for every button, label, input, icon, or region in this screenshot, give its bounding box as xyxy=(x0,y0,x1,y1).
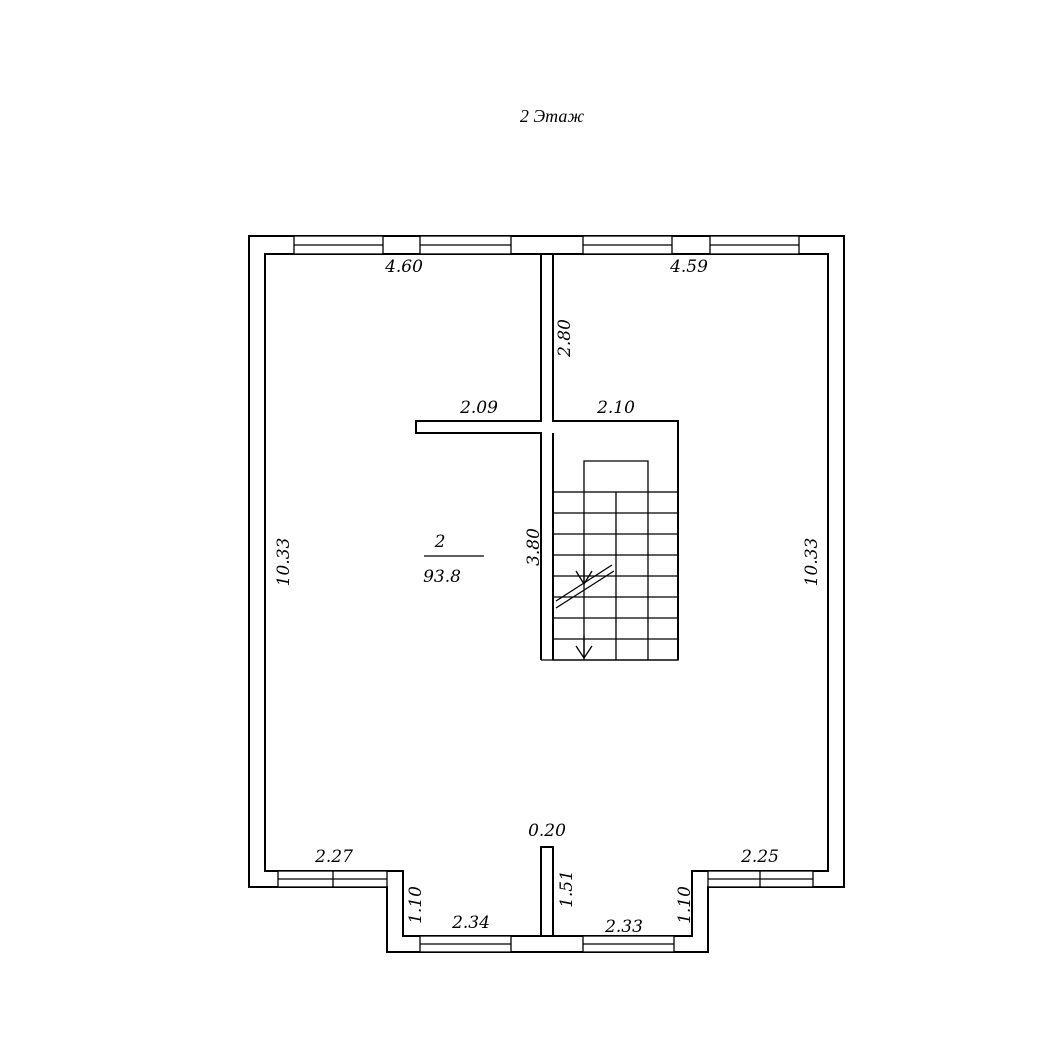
room-number: 2 xyxy=(434,532,446,552)
dim-left-top-width: 4.60 xyxy=(384,257,423,277)
dim-bay-left-width: 2.34 xyxy=(451,913,490,933)
outer-wall xyxy=(248,235,845,953)
staircase xyxy=(552,460,679,661)
dim-right-top-width: 4.59 xyxy=(669,257,708,277)
central-partition-left xyxy=(415,254,542,660)
bottom-windows xyxy=(277,870,814,953)
dim-right-bay-depth: 1.10 xyxy=(675,886,695,924)
dim-right-height: 10.33 xyxy=(802,538,822,587)
room-area: 93.8 xyxy=(423,567,461,587)
dim-bottom-right-width: 2.25 xyxy=(740,847,779,867)
dim-left-partition-width: 2.09 xyxy=(459,398,498,418)
arrow-down-icon xyxy=(575,636,593,660)
stair-break-line xyxy=(555,570,615,609)
dim-right-partition-height: 2.80 xyxy=(555,319,575,358)
dim-left-bay-depth: 1.10 xyxy=(406,886,426,924)
dim-stair-height: 3.80 xyxy=(524,528,544,566)
arrow-down-icon xyxy=(575,560,593,586)
central-wall-stub xyxy=(540,846,554,936)
dim-right-partition-width: 2.10 xyxy=(596,398,635,418)
dim-door-gap: 0.20 xyxy=(528,821,566,841)
dim-bay-right-width: 2.33 xyxy=(604,917,643,937)
top-windows xyxy=(293,235,800,255)
dim-center-wall-height: 1.51 xyxy=(557,870,577,908)
dim-left-height: 10.33 xyxy=(274,538,294,587)
floor-title: 2 Этаж xyxy=(520,106,585,126)
dim-bottom-left-width: 2.27 xyxy=(314,847,353,867)
